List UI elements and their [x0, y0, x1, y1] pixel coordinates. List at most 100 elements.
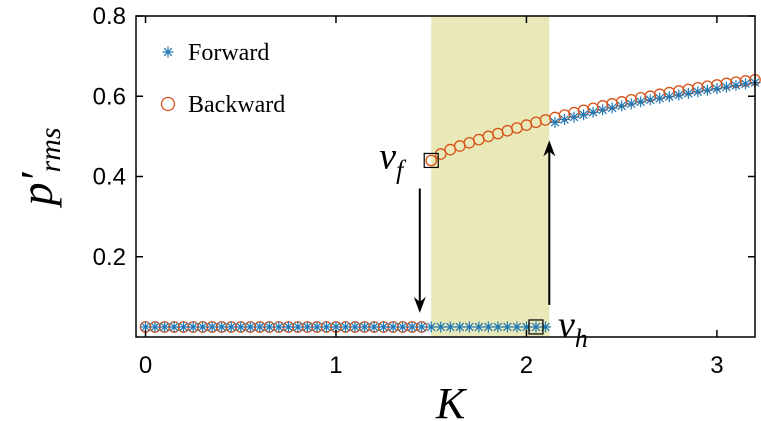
data-point-forward	[673, 89, 685, 101]
data-point-forward	[340, 321, 352, 333]
annotation-box	[528, 319, 544, 335]
data-point-forward	[244, 321, 256, 333]
y-tick-label: 0.4	[93, 164, 126, 191]
annotation-arrow-head	[413, 296, 426, 313]
data-point-forward	[159, 321, 171, 333]
data-point-forward	[482, 321, 494, 333]
data-point-forward	[501, 321, 513, 333]
data-point-forward	[178, 321, 190, 333]
data-point-forward	[235, 321, 247, 333]
data-point-forward	[587, 106, 599, 118]
data-point-forward	[692, 86, 704, 98]
data-point-forward	[682, 87, 694, 99]
data-point-forward	[301, 321, 313, 333]
series-forward	[140, 77, 761, 333]
x-tick-label: 1	[329, 352, 342, 379]
data-point-forward	[720, 81, 732, 93]
data-point-forward	[330, 321, 342, 333]
annotation-label-sub: f	[396, 155, 407, 184]
data-point-forward	[539, 321, 551, 333]
data-point-forward	[473, 321, 485, 333]
data-point-forward	[644, 94, 656, 106]
data-point-forward	[397, 321, 409, 333]
data-point-forward	[359, 321, 371, 333]
legend: Forward Backward	[160, 40, 285, 118]
y-tick-label: 0.8	[93, 3, 126, 30]
data-point-forward	[273, 321, 285, 333]
annotation-arrow-head	[543, 140, 556, 157]
data-point-forward	[168, 321, 180, 333]
series-layer	[139, 73, 761, 333]
y-tick-label: 0.6	[93, 83, 126, 110]
data-point-forward	[425, 321, 437, 333]
data-point-backward	[425, 154, 438, 167]
data-point-forward	[187, 321, 199, 333]
data-point-forward	[435, 321, 447, 333]
y-axis-title-group: p′rms	[11, 127, 67, 208]
legend-marker-forward	[162, 46, 174, 58]
x-tick-label: 0	[139, 352, 152, 379]
legend-label-backward: Backward	[188, 92, 285, 118]
annotation-label: νh	[558, 304, 588, 353]
data-point-forward	[492, 321, 504, 333]
data-point-forward	[320, 321, 332, 333]
data-point-forward	[578, 109, 590, 121]
data-point-forward	[149, 321, 161, 333]
legend-marker-forward-glyph	[162, 46, 174, 58]
data-point-forward	[701, 84, 713, 96]
data-point-forward	[197, 321, 209, 333]
data-point-forward	[625, 98, 637, 110]
data-point-forward	[378, 321, 390, 333]
data-point-forward	[216, 321, 228, 333]
data-point-forward	[597, 104, 609, 116]
data-point-forward	[635, 96, 647, 108]
data-point-forward	[739, 78, 751, 90]
data-point-forward	[463, 321, 475, 333]
legend-label-forward: Forward	[188, 40, 269, 66]
data-point-forward	[416, 321, 428, 333]
legend-marker-backward	[160, 96, 176, 112]
y-axis-title-sub: rms	[34, 127, 67, 172]
data-point-forward	[311, 321, 323, 333]
data-point-forward	[282, 321, 294, 333]
annotation-label-main: ν	[558, 304, 575, 346]
shaded-region-layer	[431, 16, 550, 337]
data-point-forward	[730, 79, 742, 91]
data-point-forward	[292, 321, 304, 333]
annotation-νf: νf	[379, 135, 439, 313]
data-point-forward	[349, 321, 361, 333]
data-point-forward	[663, 91, 675, 103]
data-point-forward	[368, 321, 380, 333]
annotation-νh: νh	[528, 140, 588, 353]
data-point-forward	[711, 83, 723, 95]
data-point-forward	[559, 114, 571, 126]
data-point-forward	[387, 321, 399, 333]
data-point-forward	[206, 321, 218, 333]
data-point-forward	[568, 111, 580, 123]
data-point-forward	[454, 321, 466, 333]
data-point-forward	[530, 321, 542, 333]
x-tick-label: 3	[710, 352, 723, 379]
data-point-forward	[549, 116, 561, 128]
tick-layer: 0 1 2 3 0.2 0.4 0.6 0.8	[93, 3, 755, 379]
data-point-forward	[654, 92, 666, 104]
x-axis-title: K	[435, 379, 468, 421]
data-point-forward	[444, 321, 456, 333]
data-point-forward	[140, 321, 152, 333]
data-point-forward	[263, 321, 275, 333]
y-tick-label: 0.2	[93, 244, 126, 271]
data-point-forward	[511, 321, 523, 333]
y-axis-title: p′rms	[11, 127, 67, 208]
data-point-forward	[616, 100, 628, 112]
annotation-label: νf	[379, 135, 407, 184]
y-axis-title-main: p′	[11, 172, 62, 209]
legend-marker-backward-glyph	[160, 96, 176, 112]
data-point-forward	[606, 102, 618, 114]
x-tick-label: 2	[520, 352, 533, 379]
shaded-region	[431, 16, 550, 337]
data-point-forward	[406, 321, 418, 333]
data-point-forward	[254, 321, 266, 333]
annotation-label-main: ν	[379, 135, 396, 177]
